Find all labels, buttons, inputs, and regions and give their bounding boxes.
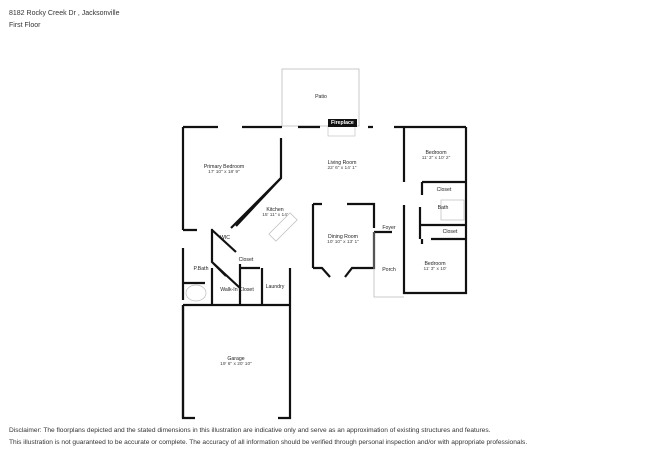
room-label-closet-2: Closet bbox=[442, 229, 458, 235]
hearth-outline bbox=[327, 125, 356, 137]
disclaimer-line-2: This illustration is not guaranteed to b… bbox=[9, 439, 528, 446]
room-label-closet-3: Closet bbox=[238, 257, 254, 263]
room-label-p-bath: P.Bath bbox=[193, 266, 209, 272]
kitchen-island bbox=[268, 212, 298, 242]
room-label-wic: WIC bbox=[219, 235, 231, 241]
bathtub bbox=[185, 284, 207, 302]
patio-outline bbox=[281, 68, 360, 127]
floor-label: First Floor bbox=[9, 22, 41, 29]
room-label-porch: Porch bbox=[382, 267, 396, 273]
room-label-bath: Bath bbox=[437, 205, 449, 211]
fireplace-label: Fireplace bbox=[328, 119, 357, 127]
room-label-foyer: Foyer bbox=[382, 225, 396, 231]
disclaimer-line-1: Disclaimer: The floorplans depicted and … bbox=[9, 427, 491, 434]
room-label-walk-in-closet: Walk-In Closet bbox=[220, 287, 254, 293]
room-label-patio: Patio bbox=[315, 94, 327, 100]
room-label-closet-1: Closet bbox=[436, 187, 452, 193]
bath-tub-right bbox=[440, 199, 465, 221]
porch-outline bbox=[373, 232, 404, 298]
property-address: 8182 Rocky Creek Dr , Jacksonville bbox=[9, 10, 120, 17]
walls bbox=[181, 125, 468, 420]
room-label-laundry: Laundry bbox=[265, 284, 285, 290]
